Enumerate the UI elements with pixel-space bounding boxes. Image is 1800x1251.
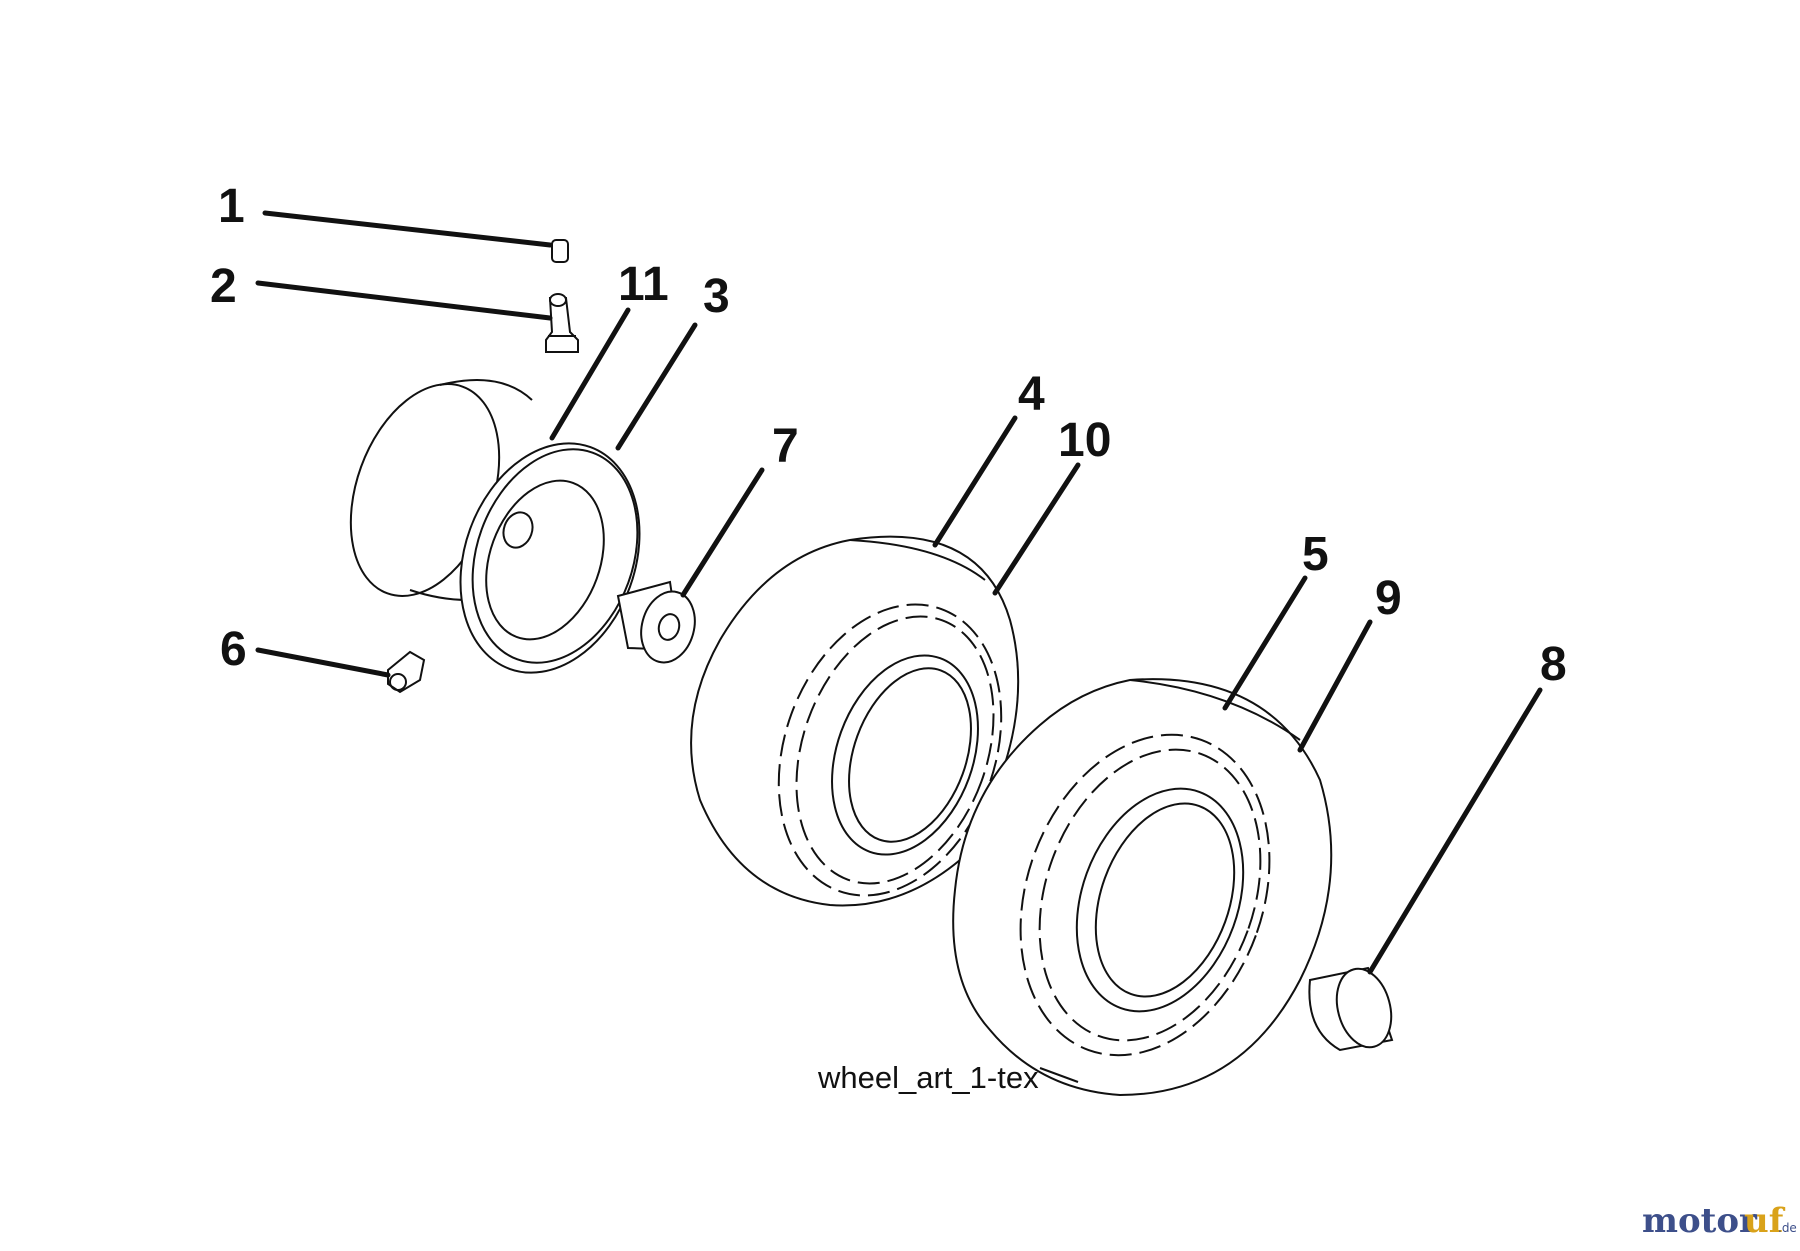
bolt-part bbox=[387, 650, 426, 694]
leader-line-4 bbox=[932, 415, 1018, 548]
callout-5: 5 bbox=[1302, 528, 1329, 581]
valve-stem-part bbox=[545, 293, 579, 353]
callout-7: 7 bbox=[772, 420, 799, 473]
valve-cap-part bbox=[551, 239, 569, 263]
callout-11: 11 bbox=[618, 258, 669, 311]
callout-4: 4 bbox=[1018, 368, 1045, 421]
diagram-caption: wheel_art_1-tex bbox=[817, 1060, 1039, 1095]
watermark-logo: motor uf .de bbox=[1642, 1201, 1797, 1241]
leader-line-5 bbox=[1222, 575, 1308, 711]
leader-line-8 bbox=[1367, 687, 1543, 975]
leader-line-11 bbox=[549, 307, 631, 441]
rear-tire-part bbox=[952, 678, 1333, 1097]
watermark-suffix: .de bbox=[1778, 1221, 1797, 1235]
watermark-part1: motor bbox=[1642, 1201, 1758, 1241]
bearing-part bbox=[616, 580, 696, 664]
callout-6: 6 bbox=[220, 623, 247, 676]
callout-2: 2 bbox=[210, 260, 237, 313]
callout-9: 9 bbox=[1375, 572, 1402, 625]
caption-leader bbox=[1039, 1067, 1079, 1083]
leader-line-6 bbox=[255, 647, 391, 678]
leader-line-1 bbox=[262, 210, 553, 248]
rim-part bbox=[349, 379, 641, 674]
leader-line-10 bbox=[992, 462, 1081, 596]
hub-cap-part bbox=[1308, 966, 1394, 1052]
callout-3: 3 bbox=[703, 270, 730, 323]
leader-line-9 bbox=[1297, 619, 1373, 753]
front-tire-part bbox=[690, 535, 1020, 907]
callout-1: 1 bbox=[218, 180, 245, 233]
watermark-part2: uf bbox=[1744, 1201, 1786, 1241]
callout-10: 10 bbox=[1058, 414, 1111, 467]
leader-line-2 bbox=[255, 280, 553, 321]
leader-line-7 bbox=[680, 467, 765, 598]
leader-line-3 bbox=[615, 322, 698, 451]
callout-8: 8 bbox=[1540, 638, 1567, 691]
